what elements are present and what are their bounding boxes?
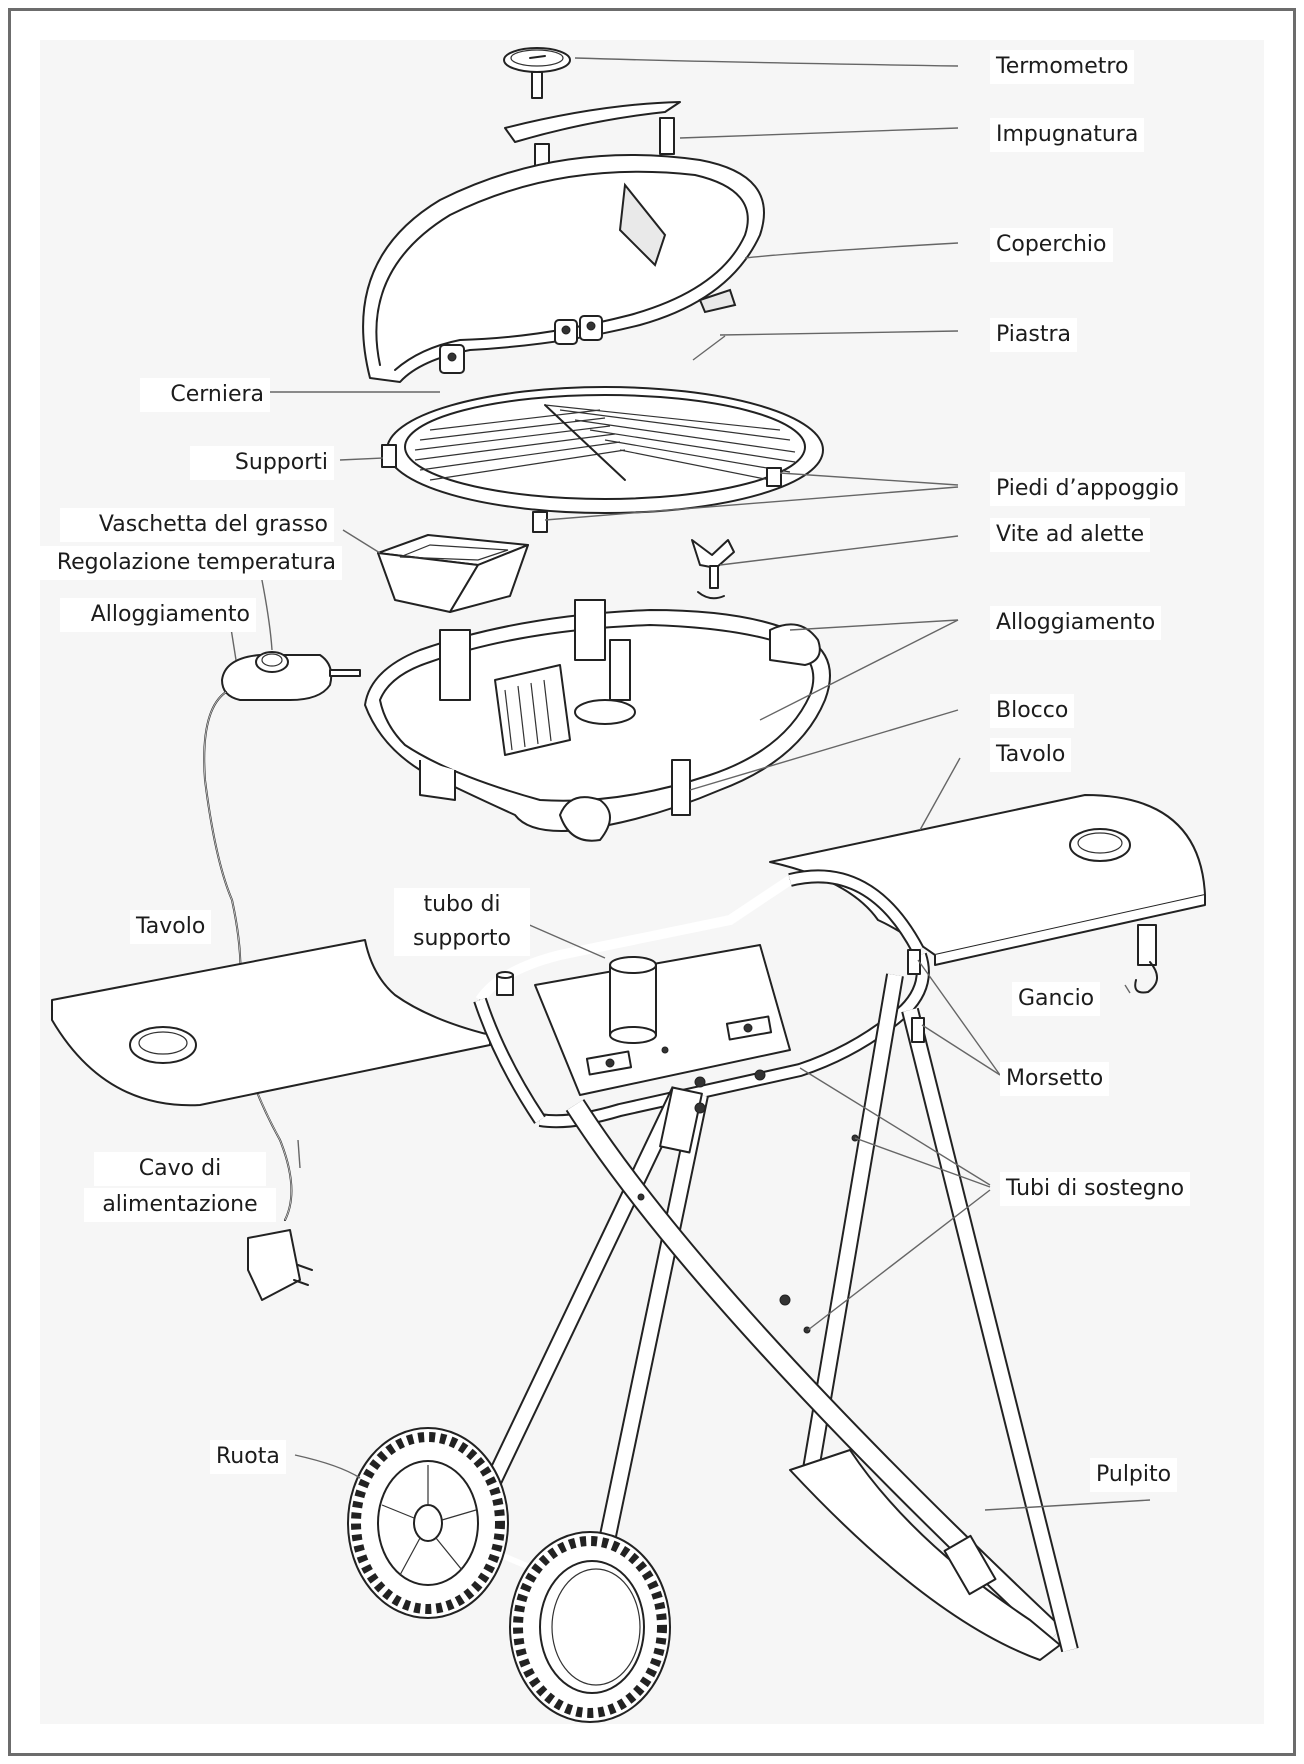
label-coperchio: Coperchio	[990, 228, 1113, 262]
plug-part	[247, 1229, 313, 1301]
label-tubi-sostegno: Tubi di sostegno	[1000, 1172, 1191, 1206]
label-supporti: Supporti	[190, 446, 334, 480]
grill-plate-part	[381, 386, 824, 533]
label-tavolo-right: Tavolo	[990, 738, 1072, 772]
label-impugnatura: Impugnatura	[990, 118, 1145, 152]
wheel-back-part	[347, 1427, 509, 1619]
label-vite-alette: Vite ad alette	[990, 518, 1151, 552]
label-blocco: Blocco	[990, 694, 1075, 728]
lid-part	[362, 154, 765, 383]
label-vaschetta-grasso: Vaschetta del grasso	[60, 508, 334, 542]
label-cavo-2: alimentazione	[84, 1188, 276, 1222]
thermometer-part	[503, 47, 571, 99]
grease-tray-part	[377, 534, 529, 613]
label-cerniera: Cerniera	[140, 378, 270, 412]
housing-part	[221, 599, 831, 842]
wheel-front-part	[509, 1531, 671, 1723]
label-gancio: Gancio	[1012, 982, 1101, 1016]
label-tubo-supporto-2: supporto	[394, 922, 530, 956]
label-alloggiamento-left: Alloggiamento	[60, 598, 256, 632]
label-cavo-1: Cavo di	[94, 1152, 266, 1186]
label-termometro: Termometro	[990, 50, 1135, 84]
label-tubo-supporto-1: tubo di	[394, 888, 530, 922]
label-tavolo-left: Tavolo	[130, 910, 212, 944]
label-piedi-appoggio: Piedi d’appoggio	[990, 472, 1185, 506]
wing-screw-part	[691, 539, 735, 600]
label-pulpito: Pulpito	[1090, 1458, 1178, 1492]
label-regolazione-temperatura: Regolazione temperatura	[24, 546, 342, 580]
label-piastra: Piastra	[990, 318, 1077, 352]
right-table-part	[769, 794, 1206, 994]
left-table-part	[51, 939, 491, 1107]
stand-frame-part	[428, 869, 1079, 1661]
label-alloggiamento-right: Alloggiamento	[990, 606, 1162, 640]
label-morsetto: Morsetto	[1000, 1062, 1110, 1096]
label-ruota: Ruota	[210, 1440, 286, 1474]
leader-lines	[229, 57, 1151, 1511]
